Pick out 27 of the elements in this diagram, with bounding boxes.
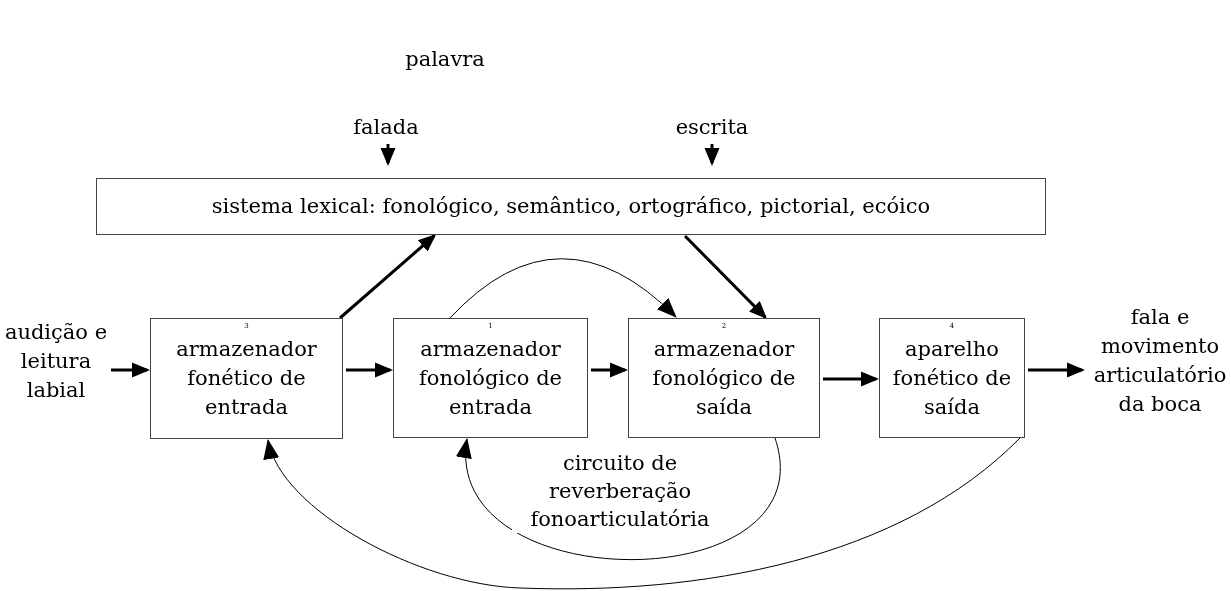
arrow	[823, 371, 879, 387]
process-box	[96, 178, 1046, 235]
box-label: sistema lexical: fonológico, semântico, ortográfico, pictorial, ecóico	[211, 193, 931, 220]
process-box	[879, 318, 1025, 438]
curved-arrow	[459, 437, 781, 561]
title-label: palavra	[404, 46, 486, 73]
box-label: armazenador fonológico de entrada	[417, 335, 564, 421]
node-label: fala e movimento articulatório da boca	[1092, 303, 1228, 418]
node-label: falada	[353, 113, 419, 141]
arrow	[346, 362, 393, 378]
arrow	[704, 144, 720, 166]
arrow	[683, 234, 768, 320]
node-label: audição e leitura labial	[4, 318, 108, 404]
arrow	[591, 362, 628, 378]
curved-arrow	[449, 258, 677, 319]
process-box	[393, 318, 588, 438]
arrow	[339, 234, 437, 320]
process-box	[628, 318, 820, 438]
box-label: armazenador fonético de entrada	[175, 336, 318, 421]
box-label: armazenador fonológico de saída	[651, 335, 797, 421]
arrow	[1028, 362, 1085, 378]
process-box	[150, 318, 343, 439]
arrow	[380, 144, 396, 166]
curved-arrow	[266, 437, 1021, 590]
box-label: aparelho fonético de saída	[891, 335, 1013, 421]
node-label: escrita	[675, 113, 749, 141]
arrow	[111, 362, 150, 378]
